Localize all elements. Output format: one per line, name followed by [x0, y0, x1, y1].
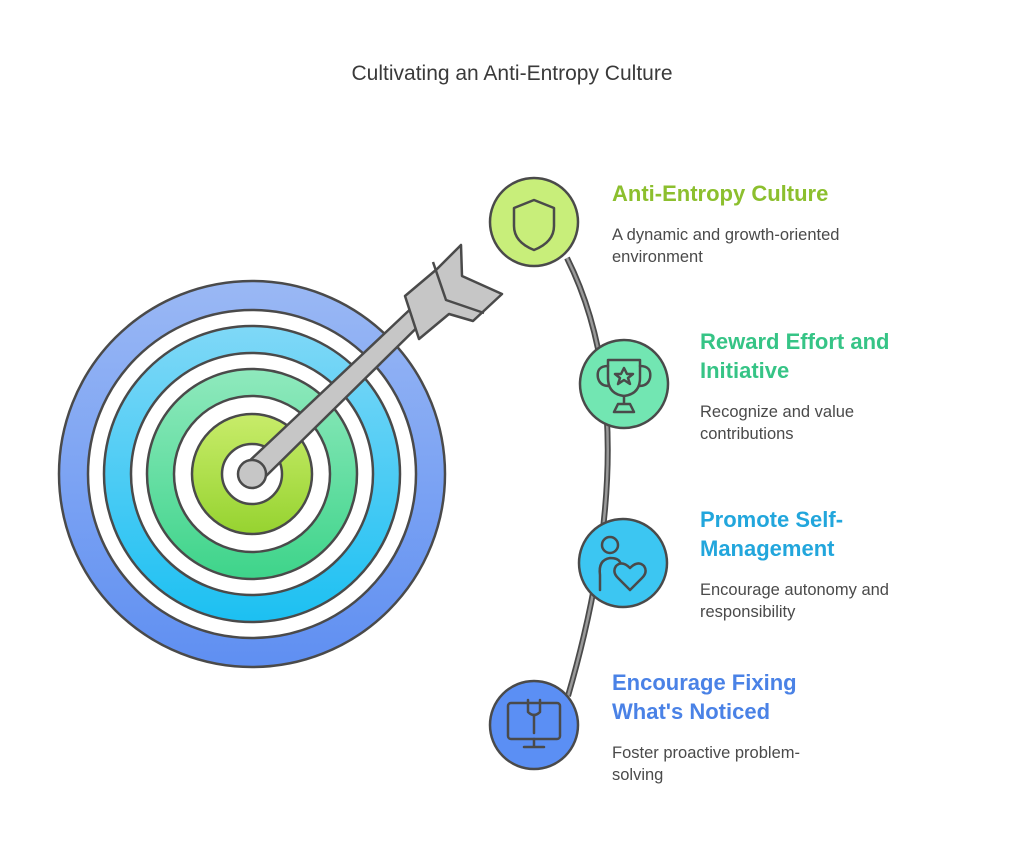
step-4-desc-line-1: Foster proactive problem- [612, 744, 800, 762]
step-2-desc-line-2: contributions [700, 425, 794, 443]
arrow-fletching [403, 243, 504, 341]
arrow-tip [236, 458, 268, 490]
step-1-title-line: Anti-Entropy Culture [612, 181, 829, 206]
step-3-desc: Encourage autonomy and responsibility [700, 579, 889, 623]
step-2-title: Reward Effort and Initiative [700, 327, 889, 385]
step-3-desc-line-1: Encourage autonomy and [700, 581, 889, 599]
monitor-wrench-icon [506, 698, 562, 749]
shield-icon [512, 198, 556, 252]
step-node-3 [577, 517, 669, 609]
person-heart-icon [598, 535, 647, 592]
step-2-desc: Recognize and value contributions [700, 401, 854, 445]
arrow [236, 243, 504, 490]
step-4-title: Encourage Fixing What's Noticed [612, 668, 797, 726]
step-3-title: Promote Self- Management [700, 505, 843, 563]
step-2-title-line-2: Initiative [700, 358, 790, 383]
step-2-title-line-1: Reward Effort and [700, 329, 890, 354]
step-1-desc: A dynamic and growth-oriented environmen… [612, 224, 839, 268]
connector-arc [564, 256, 611, 697]
step-node-2 [578, 338, 670, 430]
step-4-title-line-2: What's Noticed [612, 699, 771, 724]
step-1-desc-line-1: A dynamic and growth-oriented [612, 226, 840, 244]
step-3-desc-line-2: responsibility [700, 603, 796, 621]
trophy-star-icon [596, 358, 652, 414]
step-3-title-line-1: Promote Self- [700, 507, 844, 532]
step-1-title: Anti-Entropy Culture [612, 179, 828, 208]
step-3-title-line-2: Management [700, 536, 835, 561]
connector-arc-inner [565, 257, 609, 697]
step-4-title-line-1: Encourage Fixing [612, 670, 797, 695]
diagram-title: Cultivating an Anti-Entropy Culture [351, 62, 673, 85]
step-2-desc-line-1: Recognize and value [700, 403, 855, 421]
step-4-desc: Foster proactive problem- solving [612, 742, 800, 786]
step-1-desc-line-2: environment [612, 248, 703, 266]
step-node-1 [488, 176, 580, 268]
step-4-desc-line-2: solving [612, 766, 664, 784]
step-node-4 [488, 679, 580, 771]
